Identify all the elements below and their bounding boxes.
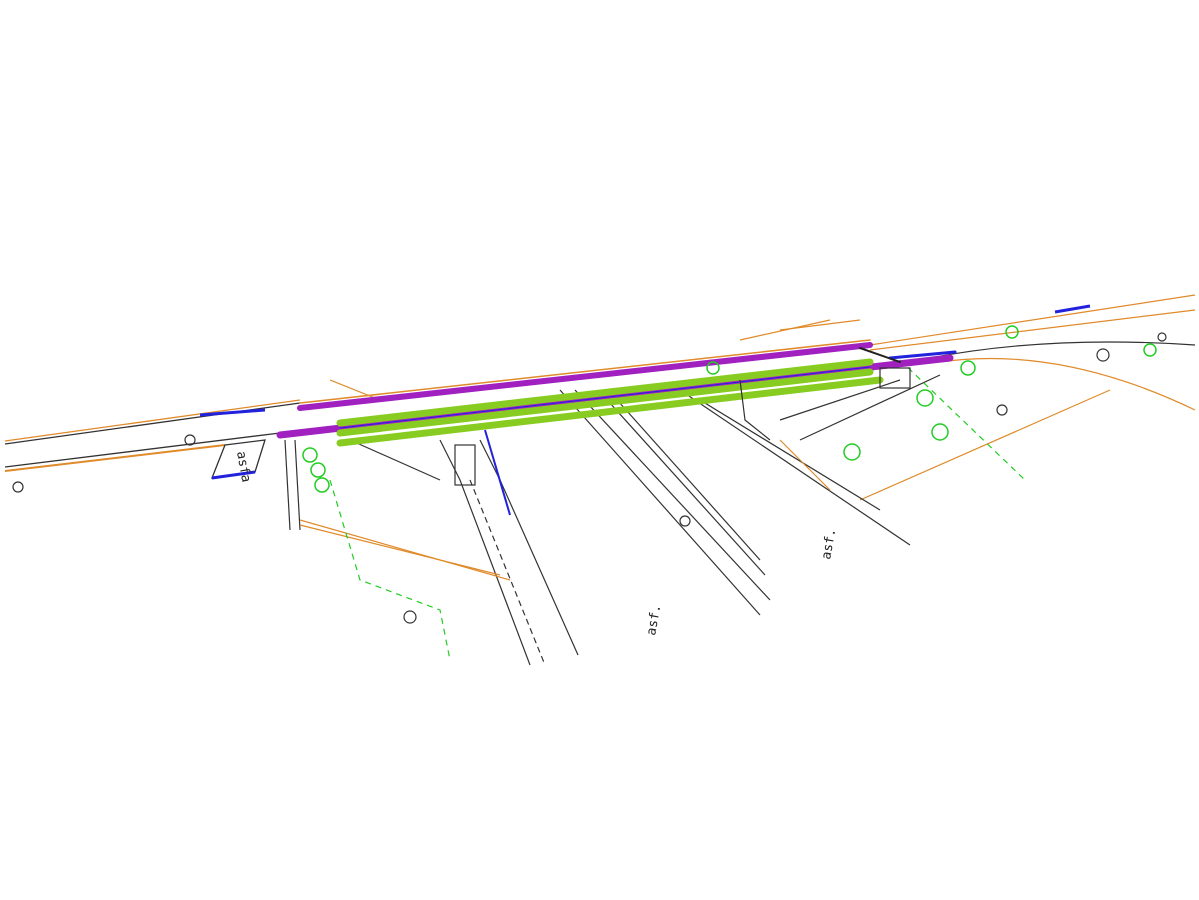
label-asfa-sign: asfa [233,450,253,483]
map-symbols [12,332,1167,624]
left-road [4,399,301,480]
label-asf-right: asf. [819,527,839,560]
bridge-piers [454,367,911,516]
label-asf-left: asf. [644,603,664,636]
boundary-dashed [329,359,1026,661]
right-road [779,294,1196,501]
underpass-roads [284,374,941,666]
terrain-lines [299,319,831,581]
trees [302,325,1157,493]
bridge-deck [276,339,957,447]
